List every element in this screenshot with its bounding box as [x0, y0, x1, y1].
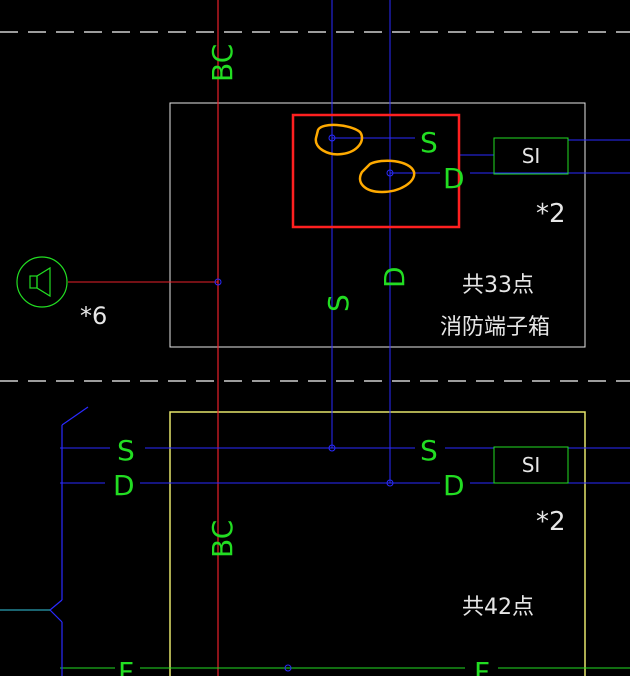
label-total-33: 共33点 [462, 273, 534, 298]
annotation-circle-d [358, 159, 416, 194]
label-d-lower-left: D [113, 469, 135, 502]
label-s-upper: S [420, 126, 438, 159]
highlight-box [291, 113, 461, 229]
terminal-box-upper [169, 102, 586, 348]
riser-left-lower-diagonal-b [49, 609, 63, 623]
label-d-lower-right: D [443, 469, 465, 502]
label-f-left: F [118, 656, 134, 676]
label-s-vertical: S [322, 294, 355, 312]
label-mult-speaker: *6 [80, 302, 107, 330]
label-d-vertical: D [378, 266, 411, 288]
annotation-circle-s [314, 123, 364, 156]
label-mult-lower: *2 [536, 507, 566, 537]
label-f-right: F [474, 656, 490, 676]
junction-bc-speaker [214, 278, 222, 286]
riser-left-lower-diagonal-a [49, 599, 63, 611]
label-si-upper: SI [522, 144, 541, 168]
speaker-icon [16, 256, 68, 308]
label-si-lower: SI [522, 453, 541, 477]
si-module-lower [493, 446, 569, 484]
riser-left-upper-diagonal [61, 406, 89, 426]
label-mult-upper: *2 [536, 199, 566, 229]
si-module-upper [493, 137, 569, 175]
junction-s-upper [328, 134, 336, 142]
junction-d-upper [386, 169, 394, 177]
junction-f [284, 664, 292, 672]
junction-s-lower [328, 444, 336, 452]
label-bc-lower: BC [206, 520, 239, 558]
label-terminal-box: 消防端子箱 [440, 315, 550, 340]
label-d-upper: D [443, 162, 465, 195]
label-s-lower-left: S [117, 434, 135, 467]
label-total-42: 共42点 [462, 595, 534, 620]
junction-d-lower [386, 479, 394, 487]
label-bc-top: BC [206, 44, 239, 82]
label-s-lower-right: S [420, 434, 438, 467]
terminal-box-lower [169, 411, 586, 676]
